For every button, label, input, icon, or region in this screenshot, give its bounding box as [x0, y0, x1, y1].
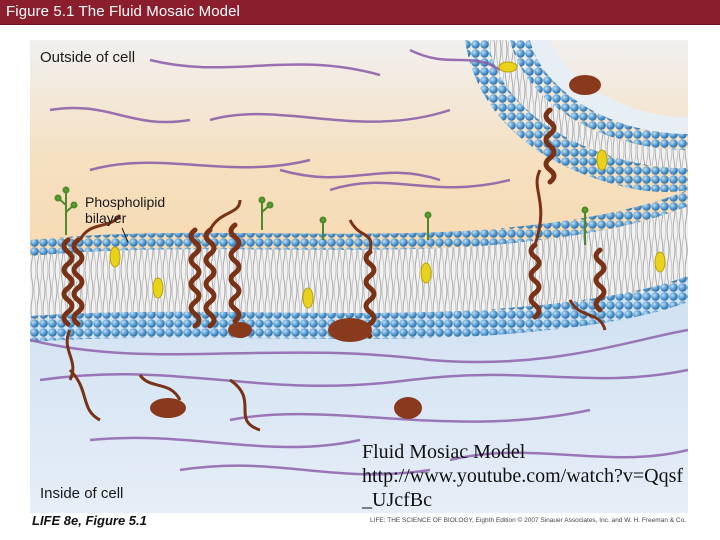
protein-loops: [65, 169, 607, 432]
caption-title: Fluid Mosiac Model: [362, 441, 526, 463]
outside-cell-label: Outside of cell: [40, 49, 136, 66]
membrane-figure: Outside of cell Phospholipid bilayer Ins…: [30, 40, 688, 530]
vesicle-outer-heads: [465, 40, 688, 192]
extracellular-fibers: [49, 48, 511, 192]
carbohydrate-chains: [54, 186, 589, 245]
membrane-illustration: [30, 40, 688, 513]
slide-title-bar: Figure 5.1 The Fluid Mosaic Model: [0, 0, 720, 25]
peripheral-proteins: [150, 75, 601, 419]
label-pointer: [121, 227, 129, 243]
vesicle-inner-heads: [510, 40, 688, 150]
phospholipid-label: Phospholipid: [85, 194, 166, 210]
figure-citation: LIFE 8e, Figure 5.1: [32, 513, 147, 528]
cholesterol-molecules: [109, 61, 666, 309]
figure-copyright: LIFE: THE SCIENCE OF BIOLOGY, Eighth Edi…: [370, 517, 686, 524]
caption-box: Fluid Mosiac Model http://www.youtube.co…: [362, 440, 692, 512]
cytoskeleton-fibers: [30, 328, 688, 476]
bilayer-label: bilayer: [85, 210, 127, 226]
inside-cell-label: Inside of cell: [40, 485, 124, 502]
vesicle-lumen: [530, 40, 688, 134]
figure-footer: LIFE 8e, Figure 5.1 LIFE: THE SCIENCE OF…: [30, 513, 688, 530]
video-link[interactable]: http://www.youtube.com/watch?v=Qqsf_UJcf…: [362, 465, 684, 511]
vesicle-tails: [488, 40, 688, 169]
transmembrane-proteins: [61, 107, 607, 339]
slide-title: Figure 5.1 The Fluid Mosaic Model: [6, 3, 240, 20]
